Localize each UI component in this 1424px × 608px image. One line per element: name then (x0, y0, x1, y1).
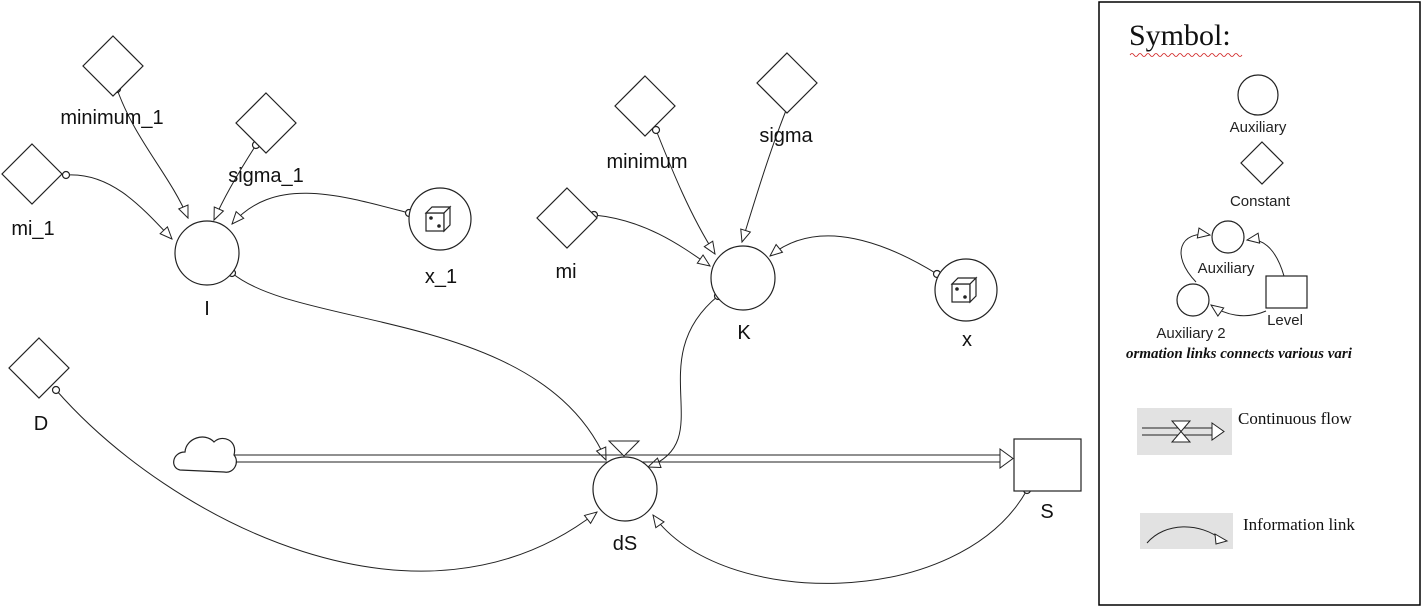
svg-text:Continuous flow: Continuous flow (1238, 409, 1353, 428)
svg-text:minimum: minimum (606, 151, 687, 173)
link-sigma-to-K (742, 107, 788, 242)
link-K-to-dS (648, 295, 719, 467)
dice-icon (424, 205, 452, 233)
legend-constant-symbol (1240, 141, 1284, 185)
link-origin-dot (61, 170, 71, 180)
link-D-to-dS (55, 389, 597, 572)
flow-valve (607, 440, 641, 457)
svg-text:sigma: sigma (759, 125, 813, 147)
legend-auxiliary-symbol (1237, 74, 1279, 116)
svg-text:Auxiliary: Auxiliary (1198, 260, 1255, 277)
legend-information-link-symbol (1140, 513, 1233, 549)
link-origin-dot (51, 385, 61, 395)
link-minimum1-to-I (116, 88, 188, 218)
link-x1-to-I (232, 192, 410, 224)
legend-continuous-flow-symbol (1137, 408, 1232, 455)
link-x-to-K (770, 235, 938, 275)
constant-mi: mi (536, 187, 598, 283)
random-auxiliary-x_1: x_1 (408, 187, 472, 288)
constant-sigma_1: sigma_1 (228, 92, 304, 187)
level-S: S (1013, 438, 1082, 523)
random-auxiliary-x: x (934, 258, 998, 351)
link-I-to-dS (231, 272, 606, 460)
svg-text:Auxiliary: Auxiliary (1230, 119, 1287, 136)
continuous-flow (173, 436, 1014, 473)
legend-panel: Symbol: Auxiliary Constant Auxiliary Aux… (1098, 1, 1421, 606)
dice-icon (950, 276, 978, 304)
svg-text:I: I (204, 298, 210, 320)
svg-text:mi_1: mi_1 (11, 218, 54, 240)
flow-arrowhead (999, 448, 1014, 469)
svg-text:Constant: Constant (1230, 193, 1291, 210)
legend-info-note: ormation links connects various vari (1126, 346, 1353, 362)
svg-text:Level: Level (1267, 312, 1303, 329)
svg-text:sigma_1: sigma_1 (228, 165, 304, 187)
auxiliary-dS: dS (592, 456, 658, 555)
constant-minimum: minimum (606, 75, 688, 173)
constant-D: D (8, 337, 70, 435)
link-mi1-to-I (65, 174, 172, 239)
svg-text:minimum_1: minimum_1 (60, 107, 163, 129)
constant-sigma: sigma (756, 52, 818, 147)
source-cloud-icon (173, 436, 237, 473)
auxiliary-I: I (174, 220, 240, 320)
svg-text:Information link: Information link (1243, 515, 1355, 534)
svg-text:x_1: x_1 (425, 266, 457, 288)
svg-text:S: S (1040, 501, 1053, 523)
link-minimum-to-K (655, 129, 715, 254)
svg-text:dS: dS (613, 533, 637, 555)
legend-title: Symbol: (1129, 19, 1231, 52)
link-S-to-dS (653, 489, 1028, 584)
constant-minimum_1: minimum_1 (60, 35, 164, 129)
svg-text:K: K (737, 322, 751, 344)
information-links (51, 84, 1032, 584)
svg-text:Auxiliary 2: Auxiliary 2 (1156, 325, 1225, 342)
auxiliary-K: K (710, 245, 776, 344)
spellcheck-underline (1129, 53, 1243, 57)
svg-text:D: D (34, 413, 48, 435)
link-mi-to-K (593, 214, 710, 266)
svg-text:mi: mi (555, 261, 576, 283)
legend-loop-example: Auxiliary Auxiliary 2 Level (1156, 220, 1308, 342)
link-origin-dot (651, 125, 661, 135)
svg-text:x: x (962, 329, 972, 351)
link-sigma1-to-I (214, 144, 257, 220)
constant-mi_1: mi_1 (1, 143, 63, 240)
